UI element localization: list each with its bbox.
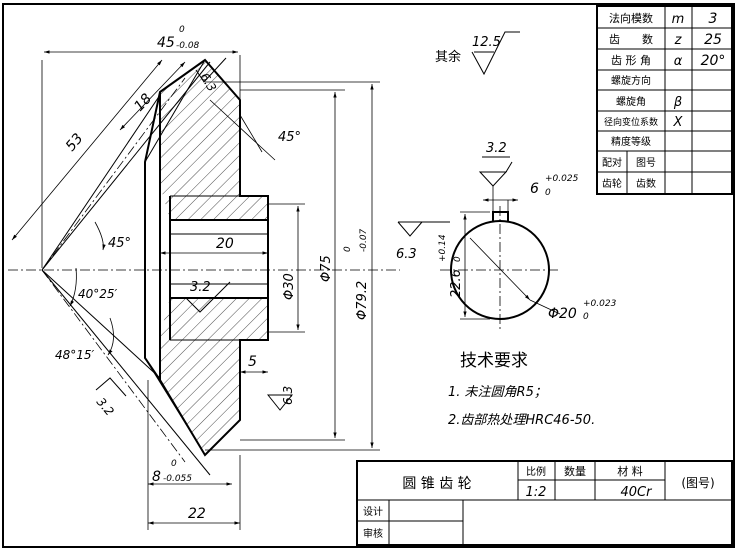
pair-label-a: 配对 [602, 156, 622, 169]
tech-req-title: 技术要求 [460, 351, 528, 371]
section-view: 6 +0.025 0 22.6 +0.14 0 Φ20 +0.023 0 3.2… [396, 141, 617, 330]
dia-79-2-tol-up: 0 [343, 246, 353, 252]
angle-45-mid: 45° [108, 236, 131, 251]
param-symbol-z: z [674, 33, 683, 48]
dia-79-2: Φ79.2 [355, 281, 370, 320]
key-width-tol-dn: 0 [545, 188, 551, 198]
material-label: 材 料 [617, 464, 643, 478]
scale-value: 1:2 [526, 485, 547, 500]
dim-18: 18 [131, 91, 155, 115]
rough-3-2-b: 3.2 [94, 395, 117, 419]
rough-3-2-a: 3.2 [190, 280, 211, 295]
roughness-rest-label: 其余 [435, 49, 461, 65]
angle-48-15: 48°15′ [55, 348, 95, 362]
param-symbol-alpha: α [674, 54, 683, 69]
angle-40-25: 40°25′ [78, 287, 118, 301]
dim-53: 53 [63, 131, 87, 155]
sheet-border [2, 3, 735, 548]
param-label-helix-angle: 螺旋角 [616, 95, 646, 108]
pair-label-b: 齿轮 [602, 177, 622, 190]
roughness-rest: 其余 12.5 [435, 31, 520, 76]
dim-45-tol-up: 0 [179, 25, 185, 35]
section-rough-6-3: 6.3 [396, 247, 417, 262]
technical-requirements: 技术要求 1. 未注圆角R5； 2.齿部热处理HRC46-50. [448, 351, 595, 428]
dim-8: 8 [152, 469, 161, 485]
key-width-tol-up: +0.025 [545, 174, 579, 184]
dim-45-tol-dn: -0.08 [176, 41, 200, 51]
param-symbol-beta: β [673, 95, 682, 110]
dia-30: Φ30 [282, 273, 297, 300]
scale-label: 比例 [526, 465, 546, 478]
dia-79-2-tol-dn: -0.07 [359, 228, 369, 252]
param-label-teeth: 齿 数 [609, 33, 653, 46]
bore-tol-dn: 0 [583, 312, 589, 322]
param-symbol-m: m [672, 12, 685, 27]
title-block: 圆 锥 齿 轮 比例 数量 材 料 (图号) 1:2 40Cr 设计 审核 [356, 460, 733, 546]
key-width: 6 [530, 181, 539, 197]
key-depth-tol-dn: 0 [453, 256, 463, 262]
bore-tol-up: +0.023 [583, 299, 617, 309]
dim-5: 5 [248, 354, 257, 370]
param-label-shift-coefficient: 径向变位系数 [604, 116, 658, 128]
tech-req-item-2: 2.齿部热处理HRC46-50. [448, 413, 595, 428]
pair-drawing-no: 图号 [636, 157, 656, 169]
param-symbol-x: X [673, 115, 684, 130]
review-label: 审核 [363, 527, 383, 540]
roughness-rest-value: 12.5 [472, 35, 501, 50]
angle-45-top: 45° [278, 130, 301, 145]
dia-75: Φ75 [319, 255, 334, 282]
material-value: 40Cr [621, 485, 654, 500]
tech-req-item-1: 1. 未注圆角R5； [448, 385, 547, 400]
dim-8-tol-dn: -0.055 [163, 474, 192, 484]
param-label-module: 法向模数 [609, 11, 653, 25]
pair-teeth: 齿数 [636, 177, 656, 190]
key-depth: 22.6 [449, 269, 464, 298]
section-rough-3-2: 3.2 [486, 141, 507, 156]
key-depth-tol-up: +0.14 [438, 234, 448, 262]
drawing-no: (图号) [681, 476, 714, 490]
design-label: 设计 [363, 505, 383, 518]
parameter-table: 法向模数 齿 数 齿 形 角 螺旋方向 螺旋角 径向变位系数 精度等级 配对 齿… [596, 5, 733, 195]
dim-8-tol-up: 0 [171, 459, 177, 469]
param-value-teeth: 25 [704, 32, 722, 48]
param-label-accuracy: 精度等级 [611, 135, 651, 148]
param-label-pressure-angle: 齿 形 角 [611, 54, 651, 67]
dim-45: 45 [157, 35, 175, 51]
part-name: 圆 锥 齿 轮 [402, 476, 471, 492]
param-value-pressure-angle: 20° [701, 53, 726, 69]
param-value-module: 3 [709, 11, 718, 27]
dim-20: 20 [216, 236, 234, 252]
gear-section [8, 58, 400, 476]
param-label-helix-direction: 螺旋方向 [611, 74, 651, 87]
qty-label: 数量 [564, 465, 586, 478]
dim-22: 22 [188, 506, 206, 522]
rough-6-3-b: 6.3 [281, 386, 295, 405]
bore-dia: Φ20 [548, 306, 577, 322]
